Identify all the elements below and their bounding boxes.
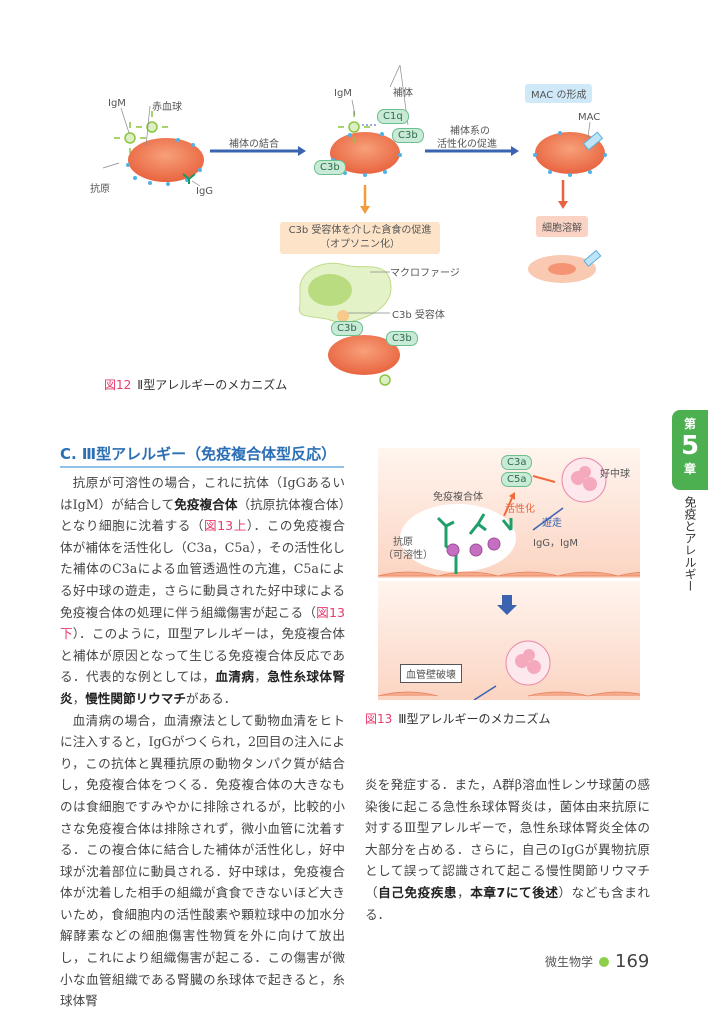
heading-underline: [60, 466, 344, 468]
bold-term: 急性糸球体腎炎: [60, 669, 346, 706]
text-run: （抗原抗体複合体）となり細胞に沈着する（: [60, 496, 346, 534]
bold-term: 免疫複合体: [174, 496, 238, 512]
endothelium: [378, 571, 640, 697]
tag-c1q: C1q: [377, 109, 409, 124]
igg-icon: [182, 173, 196, 184]
rbc-1: [128, 138, 204, 182]
right-column: 炎を発症する．また，A群β溶血性レンサ球菌の感染後に起こる急性糸球体腎炎は，菌体…: [365, 774, 650, 925]
chapter-tab[interactable]: 第 5 章: [672, 410, 708, 490]
label-immune-complex: 免疫複合体: [433, 492, 483, 503]
arrow-icon: [210, 146, 568, 214]
tag-c3b: C3b: [314, 160, 346, 175]
text-run: 血清病の場合，血清療法として動物血清をヒトに注入すると，IgGがつくられ，2回目…: [60, 712, 345, 1009]
vessel-damage-box: 血管壁破壊: [400, 664, 462, 683]
bold-term: 慢性関節リウマチ: [85, 690, 186, 706]
figure-13-graphic: [378, 448, 640, 700]
label-complement-binding: 補体の結合: [229, 139, 279, 150]
arrow-icon: [473, 475, 564, 700]
tag-c3b: C3b: [331, 321, 363, 336]
text-run: 炎を発症する．また，A群β溶血性レンサ球菌の感染後に起こる急性糸球体腎炎は，菌体…: [365, 777, 650, 900]
figure-12-graphic: [102, 64, 607, 386]
tag-c5a: C5a: [501, 472, 533, 487]
chapter-number: 5: [680, 431, 700, 461]
label-igm-2: IgM: [334, 88, 352, 99]
chapter-prefix: 第: [683, 417, 696, 431]
left-column: 抗原が可溶性の場合，これに抗体（IgGあるいはIgM）が結合して免疫複合体（抗原…: [60, 472, 345, 1012]
label-macrophage: マクロファージ: [390, 268, 460, 279]
paragraph: 抗原が可溶性の場合，これに抗体（IgGあるいはIgM）が結合して免疫複合体（抗原…: [60, 472, 345, 710]
figure-13-caption: 図13 Ⅲ型アレルギーのメカニズム: [365, 710, 551, 727]
section-heading: C. Ⅲ型アレルギー（免疫複合体型反応）: [60, 445, 337, 463]
tag-c3b: C3b: [392, 128, 424, 143]
label-activation: 活性化: [505, 504, 535, 515]
label-migration: 遊走: [542, 518, 562, 529]
rbc-2: [330, 132, 400, 174]
label-activation: 補体系の: [450, 126, 490, 137]
text-run: ，: [72, 690, 86, 706]
text-run: ）．このように，Ⅲ型アレルギーは，免疫複合体と補体が原因となって生じる免疫複合体…: [60, 626, 345, 685]
text-run: がある．: [185, 690, 237, 706]
cell-lysis-box: 細胞溶解: [536, 216, 588, 237]
caption-number: 図12: [104, 378, 132, 392]
bold-term: 血清病: [215, 669, 255, 685]
paragraph: 血清病の場合，血清療法として動物血清をヒトに注入すると，IgGがつくられ，2回目…: [60, 710, 345, 1012]
label-antigen: 抗原: [393, 537, 413, 548]
complex-area: [400, 504, 516, 572]
opsonization-box: C3b 受容体を介した貪食の促進 （オプソニン化）: [280, 222, 440, 254]
footer: 微生物学 169: [545, 951, 649, 972]
label-rbc: 赤血球: [152, 102, 182, 113]
caption-text: Ⅱ型アレルギーのメカニズム: [137, 378, 288, 392]
mac-formation-box: MAC の形成: [525, 84, 593, 103]
chapter-suffix: 章: [683, 462, 696, 476]
opsonization-text-2: （オプソニン化）: [320, 239, 400, 250]
neutrophil-icon: [505, 457, 607, 686]
text-run: ）なども含まれる．: [365, 884, 651, 922]
label-neutrophil: 好中球: [600, 469, 630, 480]
label-antigen: 抗原: [90, 184, 110, 195]
igm-icon: [114, 111, 370, 153]
text-run: 抗原が可溶性の場合，これに抗体（IgGあるいはIgM）が結合して: [60, 475, 345, 512]
label-antibody: IgG，IgM: [533, 538, 578, 549]
label-activation-2: 活性化の促進: [437, 139, 497, 150]
text-run: ，: [457, 884, 471, 900]
page-number: 169: [615, 951, 650, 972]
label-antigen-soluble: （可溶性）: [383, 550, 433, 561]
label-complement: 補体: [393, 88, 413, 99]
bold-term: 本章7にて後述: [470, 884, 559, 900]
label-igm: IgM: [108, 98, 126, 109]
label-igg: IgG: [196, 186, 214, 197]
figure-reference-link[interactable]: 図13上: [204, 518, 247, 534]
tag-c3a: C3a: [501, 455, 533, 470]
text-run: ）．この免疫複合体が補体を活性化し（C3a，C5a），その活性化した補体のC3a…: [60, 518, 346, 620]
bold-term: 自己免疫疾患: [378, 884, 458, 900]
rbc-4: [328, 335, 400, 375]
text-run: ，: [254, 669, 268, 685]
opsonization-text: C3b 受容体を介した貪食の促進: [288, 225, 432, 236]
caption-number: 図13: [365, 712, 393, 726]
tag-c3b: C3b: [386, 331, 418, 346]
label-mac: MAC: [578, 112, 601, 123]
antibody-icon: [436, 513, 513, 574]
bullet-icon: [599, 956, 610, 967]
antigen-icon: [446, 537, 501, 557]
mac-pore-icon: [582, 131, 604, 151]
label-c3b-receptor: C3b 受容体: [392, 310, 445, 321]
paragraph: 炎を発症する．また，A群β溶血性レンサ球菌の感染後に起こる急性糸球体腎炎は，菌体…: [365, 774, 650, 925]
caption-text: Ⅲ型アレルギーのメカニズム: [398, 712, 551, 726]
figure-12-caption: 図12 Ⅱ型アレルギーのメカニズム: [104, 376, 287, 393]
figure-reference-link[interactable]: 図13下: [60, 604, 346, 642]
chapter-title: 免疫とアレルギー: [683, 496, 697, 592]
book-title: 微生物学: [545, 955, 594, 969]
